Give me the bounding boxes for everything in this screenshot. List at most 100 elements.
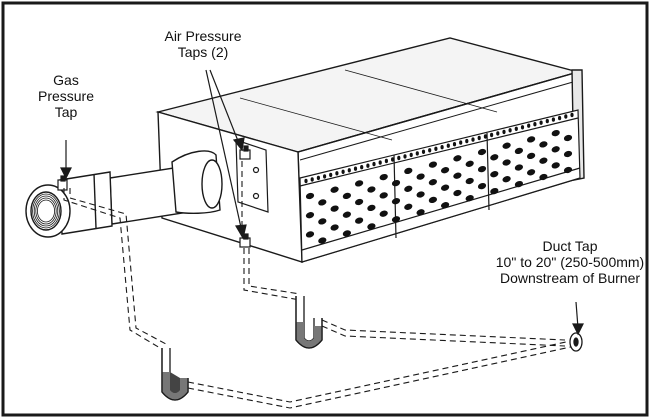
- rail-dot: [434, 146, 438, 151]
- duct-tap-label-line-1: Duct Tap: [542, 238, 598, 254]
- rail-dot: [551, 117, 556, 122]
- rail-dot: [329, 172, 333, 178]
- rail-dot: [310, 177, 314, 182]
- gas-pressure-tap-label: Gas Pressure Tap: [36, 72, 96, 120]
- rail-dot: [465, 138, 469, 144]
- manometer-near: [295, 296, 323, 349]
- rail-dot: [409, 152, 413, 158]
- rail-dot: [446, 143, 450, 148]
- rail-dot: [452, 142, 457, 147]
- rail-dot: [520, 125, 525, 130]
- burner-hole: [551, 162, 560, 169]
- duct-tap-label: Duct Tap 10" to 20" (250-500mm) Downstre…: [490, 238, 650, 286]
- burner-hole: [539, 157, 548, 164]
- air-pressure-taps-label-line-1: Air Pressure: [164, 28, 242, 44]
- rail-dot: [323, 174, 327, 179]
- duct-tap-label-line-3: Downstream of Burner: [499, 270, 641, 286]
- gas-inlet-threads: [30, 191, 62, 231]
- label-leader-arrows: [60, 69, 584, 336]
- pressure-tubing: [63, 161, 576, 409]
- rail-dot: [428, 148, 432, 153]
- rail-dot: [502, 129, 506, 135]
- burner-hole: [539, 173, 548, 181]
- burner-hole: [551, 146, 560, 153]
- burner-hole: [318, 218, 327, 225]
- burner-hole: [354, 180, 364, 187]
- rail-dot: [378, 160, 382, 165]
- manometer-far: [161, 348, 189, 401]
- burner-hole: [514, 180, 524, 188]
- burner-hole: [453, 172, 462, 179]
- rail-dot: [341, 169, 345, 174]
- rail-dot: [533, 122, 537, 127]
- rail-dot: [360, 165, 364, 170]
- burner-hole: [428, 196, 438, 204]
- burner-hole: [526, 169, 536, 176]
- rail-dot: [508, 128, 512, 133]
- burner-hole: [305, 212, 315, 219]
- burner-hole: [330, 186, 339, 193]
- rail-dot: [459, 140, 463, 145]
- burner-hole: [330, 205, 339, 212]
- burner-hole: [563, 166, 573, 174]
- burner-hole: [416, 173, 425, 180]
- air-pressure-tap-upper: [239, 145, 251, 160]
- rail-dot: [527, 123, 531, 128]
- burner-hole: [305, 231, 315, 238]
- burner-hole: [416, 191, 425, 198]
- burner-hole: [490, 154, 499, 161]
- burner-hole: [502, 176, 511, 183]
- gas-pressure-tap-fitting: [57, 175, 68, 191]
- air-pressure-taps-label-line-2: Taps (2): [177, 44, 229, 60]
- burner-hole-grid: [305, 129, 573, 244]
- burner-hole: [330, 224, 339, 231]
- air-pressure-taps-label: Air Pressure Taps (2): [148, 28, 258, 60]
- burner-hole: [465, 195, 474, 202]
- rail-dot: [403, 154, 407, 159]
- burner-hole: [367, 204, 376, 212]
- burner-hole: [342, 230, 352, 237]
- burner-hole: [305, 192, 315, 200]
- burner-hole: [428, 179, 438, 186]
- burner-hole: [563, 134, 573, 142]
- rail-dot: [471, 137, 475, 142]
- air-pressure-tap-lower: [239, 233, 251, 248]
- burner-hole: [490, 187, 499, 195]
- rail-dot: [353, 166, 358, 171]
- burner-hole: [539, 141, 548, 148]
- burner-hole: [318, 199, 327, 206]
- duct-tap-fitting: [569, 332, 583, 352]
- burner-hole: [391, 198, 401, 205]
- burner-hole: [440, 167, 450, 174]
- burner-hole: [526, 152, 536, 160]
- thread-ring: [35, 197, 57, 225]
- burner-hole: [404, 185, 413, 192]
- rail-dot: [440, 145, 444, 150]
- rail-dot: [570, 112, 574, 118]
- rail-dot: [545, 118, 549, 124]
- rail-dot: [347, 168, 351, 173]
- rail-dot: [415, 151, 419, 156]
- burner-hole: [342, 211, 352, 218]
- rail-dot: [539, 120, 543, 125]
- rail-dot: [477, 135, 481, 141]
- burner-hole: [477, 165, 487, 173]
- burner-hole: [477, 148, 487, 156]
- burner-hole: [502, 159, 511, 166]
- burner-hole: [367, 186, 376, 193]
- rail-dot: [316, 175, 320, 181]
- burner-hole: [379, 210, 388, 217]
- burner-hole: [416, 209, 425, 216]
- rail-dot: [335, 171, 339, 176]
- burner-hole: [440, 202, 450, 209]
- gas-inlet-pipe: [25, 150, 223, 238]
- burner-hole: [318, 237, 327, 244]
- thread-ring: [37, 199, 56, 223]
- rail-dot: [304, 178, 308, 184]
- burner-hole: [440, 184, 450, 191]
- rail-dot: [421, 149, 426, 154]
- rail-dot: [564, 114, 568, 119]
- rail-dot: [372, 161, 376, 167]
- burner-hole: [342, 192, 352, 200]
